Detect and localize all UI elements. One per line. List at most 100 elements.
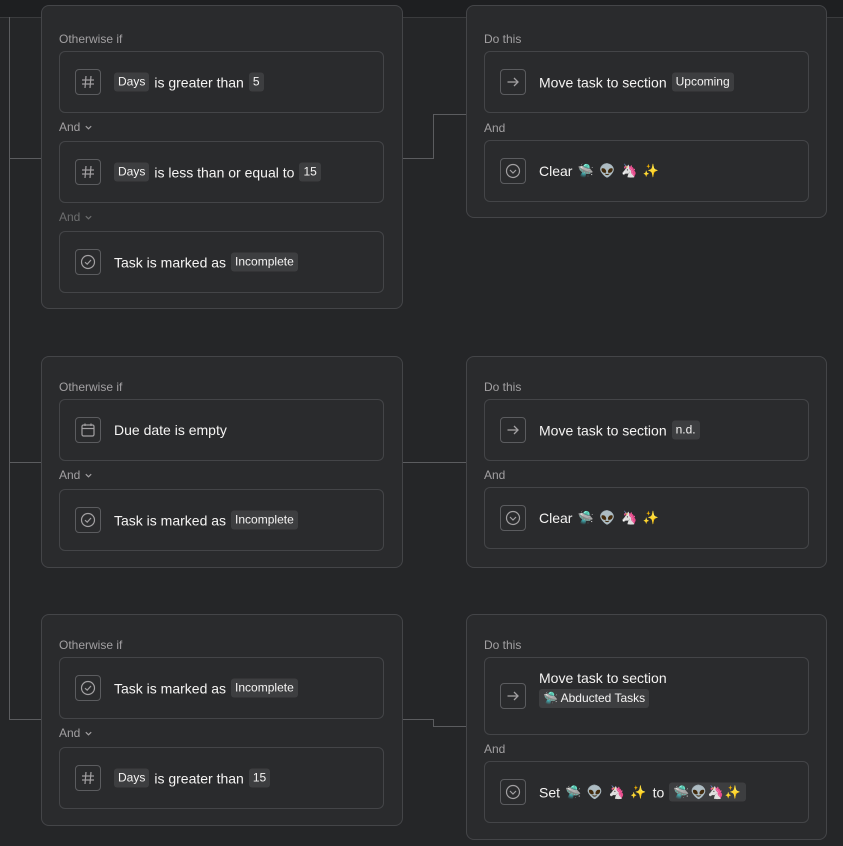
field-emojis: 🛸 👽 🦄 ✨ [565,784,648,799]
action-label: Move task to section [539,74,667,90]
action-text: Clear 🛸 👽 🦄 ✨ [539,510,660,526]
connector-rule3-a [402,719,434,720]
condition-text: Days is less than or equal to 15 [114,162,321,182]
otherwise-if-label: Otherwise if [59,32,123,46]
operator-text: Task is marked as [114,680,227,696]
to-label: to [652,784,665,800]
chevron-down-icon [85,473,92,478]
connector-rule2 [402,462,466,463]
action-label: Move task to section [539,422,667,438]
action-text: Move task to section 🛸 Abducted Tasks [539,670,667,708]
value-chip: 15 [248,768,271,788]
and-label: And [59,210,81,224]
chevron-down-icon [85,125,92,130]
check-circle-icon [75,507,101,533]
connector-rule1-a [402,158,434,159]
rule3-conditions-panel: Otherwise if Task is marked as Incomplet… [41,614,403,826]
arrow-right-icon [500,683,526,709]
section-chip: 🛸 Abducted Tasks [539,689,650,708]
rule1-conditions-panel: Otherwise if Days is greater than 5 And … [41,5,403,309]
and-dropdown[interactable]: And [59,726,93,740]
section-chip: n.d. [671,420,700,440]
and-label: And [59,468,81,482]
field-emojis: 🛸 👽 🦄 ✨ [577,510,661,525]
condition-task-incomplete[interactable]: Task is marked as Incomplete [59,489,384,551]
action-move-to-section[interactable]: Move task to section 🛸 Abducted Tasks [484,657,809,735]
action-label: Set [539,784,561,800]
and-dropdown[interactable]: And [59,210,93,224]
action-label: Clear [539,163,573,179]
field-chip: Days [114,162,150,182]
connector-rule1-c [433,114,466,115]
chevron-circle-icon [500,505,526,531]
condition-text: Task is marked as Incomplete [114,678,298,698]
connector-branch-2 [9,462,42,463]
condition-text: Task is marked as Incomplete [114,252,298,272]
hash-icon [75,159,101,185]
action-text: Set 🛸 👽 🦄 ✨ to 🛸👽🦄✨ [539,782,747,802]
do-this-label: Do this [484,380,522,394]
condition-text: Days is greater than 15 [114,768,271,788]
calendar-icon [75,417,101,443]
rule2-actions-panel: Do this Move task to section n.d. And Cl… [466,356,827,568]
value-chip: 15 [299,162,321,182]
check-circle-icon [75,675,101,701]
and-label: And [59,120,81,134]
condition-text: Due date is empty [114,422,227,438]
condition-days-less-equal[interactable]: Days is less than or equal to 15 [59,141,384,203]
action-label: Move task to section [539,670,667,686]
and-label: And [484,742,506,756]
rule1-actions-panel: Do this Move task to section Upcoming An… [466,5,827,218]
arrow-right-icon [500,417,526,443]
operator-text: Due date is empty [114,422,227,438]
connector-branch-3 [9,719,42,720]
condition-task-incomplete[interactable]: Task is marked as Incomplete [59,657,384,719]
action-text: Clear 🛸 👽 🦄 ✨ [539,163,660,179]
arrow-right-icon [500,69,526,95]
rule3-actions-panel: Do this Move task to section 🛸 Abducted … [466,614,827,840]
chevron-circle-icon [500,779,526,805]
value-chip: Incomplete [231,252,298,272]
operator-text: Task is marked as [114,512,227,528]
section-chip: Upcoming [671,72,734,92]
condition-days-greater[interactable]: Days is greater than 5 [59,51,384,113]
value-chip: 🛸👽🦄✨ [669,782,747,802]
value-chip: 5 [248,72,264,92]
connector-rule3-b [433,719,434,727]
chevron-down-icon [85,731,92,736]
and-dropdown[interactable]: And [59,120,93,134]
action-clear-field[interactable]: Clear 🛸 👽 🦄 ✨ [484,140,809,202]
action-text: Move task to section n.d. [539,420,700,440]
action-move-to-section[interactable]: Move task to section Upcoming [484,51,809,113]
operator-text: Task is marked as [114,254,227,270]
condition-text: Days is greater than 5 [114,72,264,92]
action-move-to-section[interactable]: Move task to section n.d. [484,399,809,461]
value-chip: Incomplete [231,678,298,698]
chevron-down-icon [85,215,92,220]
operator-text: is greater than [154,770,244,786]
field-emojis: 🛸 👽 🦄 ✨ [577,163,661,178]
check-circle-icon [75,249,101,275]
field-chip: Days [114,72,150,92]
do-this-label: Do this [484,638,522,652]
condition-text: Task is marked as Incomplete [114,510,298,530]
otherwise-if-label: Otherwise if [59,638,123,652]
connector-branch-1 [9,158,42,159]
value-chip: Incomplete [231,510,298,530]
and-label: And [484,121,506,135]
condition-days-greater[interactable]: Days is greater than 15 [59,747,384,809]
action-set-field[interactable]: Set 🛸 👽 🦄 ✨ to 🛸👽🦄✨ [484,761,809,823]
action-label: Clear [539,510,573,526]
condition-task-incomplete[interactable]: Task is marked as Incomplete [59,231,384,293]
connector-rule1-b [433,114,434,159]
field-chip: Days [114,768,150,788]
action-clear-field[interactable]: Clear 🛸 👽 🦄 ✨ [484,487,809,549]
action-text: Move task to section Upcoming [539,72,734,92]
and-label: And [59,726,81,740]
condition-due-date-empty[interactable]: Due date is empty [59,399,384,461]
and-dropdown[interactable]: And [59,468,93,482]
and-label: And [484,468,506,482]
hash-icon [75,765,101,791]
connector-rule3-c [433,726,466,727]
rule2-conditions-panel: Otherwise if Due date is empty And Task … [41,356,403,568]
